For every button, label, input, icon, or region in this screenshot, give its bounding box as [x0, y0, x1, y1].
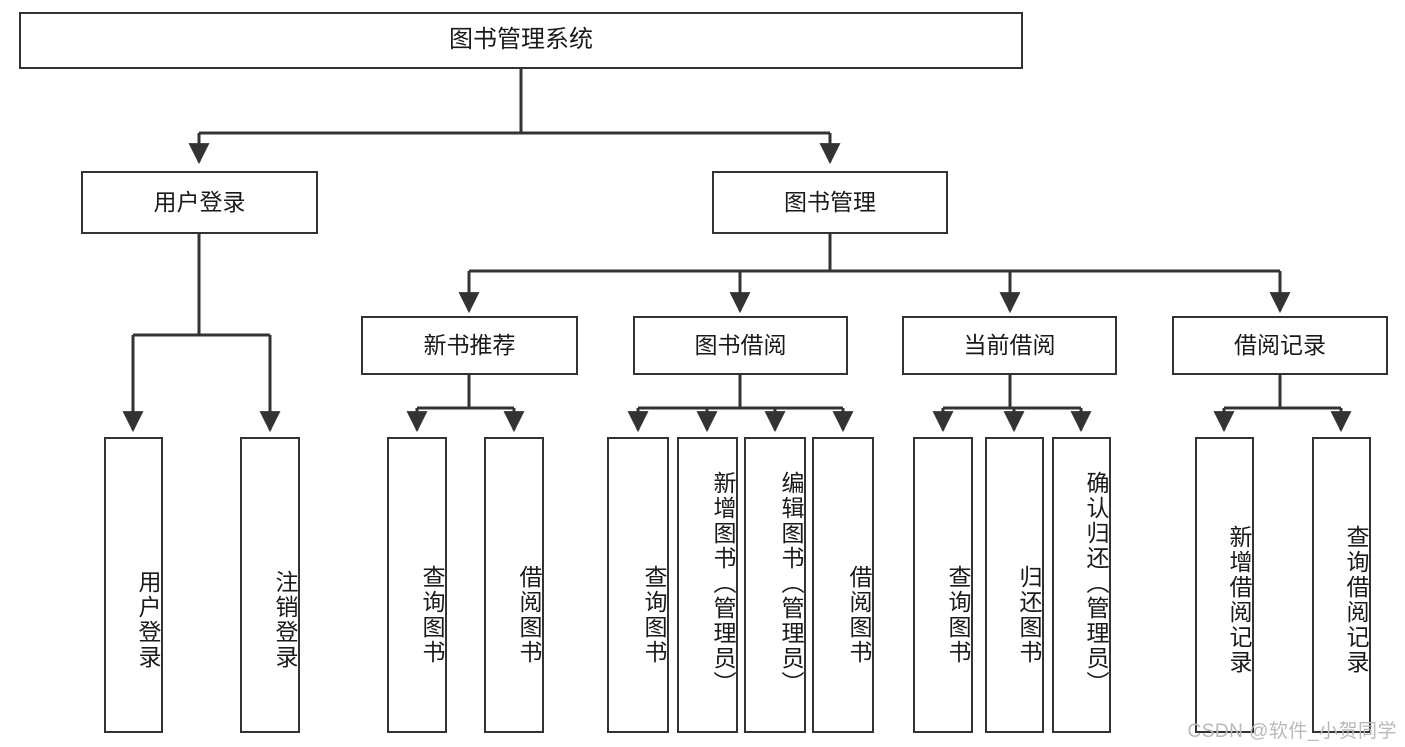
leaf-borrow-book-recommend[interactable]: 借阅图书	[484, 437, 544, 733]
node-root-system[interactable]: 图书管理系统	[19, 12, 1023, 69]
leaf-query-book-current[interactable]: 查询图书	[913, 437, 973, 733]
leaf-edit-book-admin[interactable]: 编辑图书（管理员）	[744, 437, 806, 733]
leaf-query-borrow-record[interactable]: 查询借阅记录	[1312, 437, 1371, 733]
node-book-management[interactable]: 图书管理	[712, 171, 948, 234]
leaf-borrow-book-borrow[interactable]: 借阅图书	[812, 437, 874, 733]
node-borrow-record[interactable]: 借阅记录	[1172, 316, 1388, 375]
csdn-watermark: CSDN @软件_小贺同学	[1187, 721, 1397, 742]
leaf-user-login[interactable]: 用户登录	[104, 437, 163, 733]
leaf-confirm-return-admin[interactable]: 确认归还（管理员）	[1052, 437, 1111, 733]
leaf-return-book[interactable]: 归还图书	[985, 437, 1044, 733]
leaf-query-book-recommend[interactable]: 查询图书	[387, 437, 447, 733]
leaf-query-book-borrow[interactable]: 查询图书	[607, 437, 669, 733]
node-current-borrow[interactable]: 当前借阅	[902, 316, 1117, 375]
leaf-add-book-admin[interactable]: 新增图书（管理员）	[677, 437, 738, 733]
leaf-add-borrow-record[interactable]: 新增借阅记录	[1195, 437, 1254, 733]
node-new-book-recommend[interactable]: 新书推荐	[361, 316, 578, 375]
node-user-login[interactable]: 用户登录	[81, 171, 318, 234]
leaf-logout-login[interactable]: 注销登录	[240, 437, 300, 733]
node-book-borrow[interactable]: 图书借阅	[633, 316, 848, 375]
